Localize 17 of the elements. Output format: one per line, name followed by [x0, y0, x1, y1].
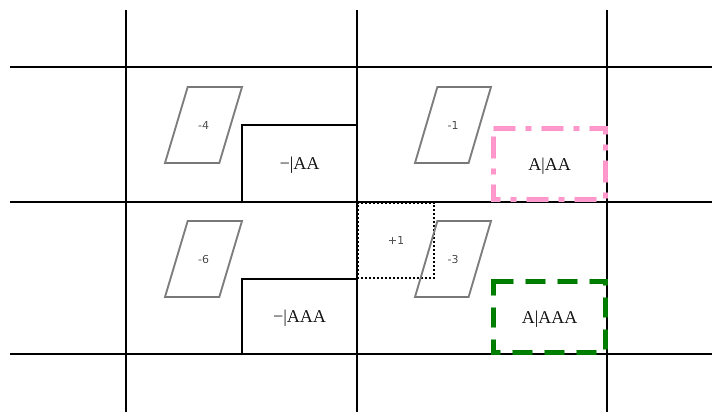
- shape-label: -1: [448, 118, 458, 132]
- box-label: A|AAA: [522, 306, 578, 328]
- box-label: A|AA: [528, 154, 571, 174]
- solid-box: [241, 124, 358, 203]
- parallelogram-shape: [414, 86, 492, 164]
- parallelogram-shape: [164, 86, 243, 164]
- dashed-box: [491, 279, 608, 355]
- shape-label: -4: [198, 118, 209, 132]
- parallelogram-shape: [164, 220, 243, 298]
- dotted-box: [357, 202, 435, 279]
- box-label: −|AA: [280, 153, 320, 174]
- shape-label: -6: [198, 252, 209, 266]
- shape-label: -3: [448, 252, 458, 266]
- box-label: −|AAA: [273, 306, 326, 327]
- shape-label: +1: [388, 234, 404, 247]
- solid-box: [241, 278, 358, 355]
- parallelogram-shape: [414, 220, 492, 298]
